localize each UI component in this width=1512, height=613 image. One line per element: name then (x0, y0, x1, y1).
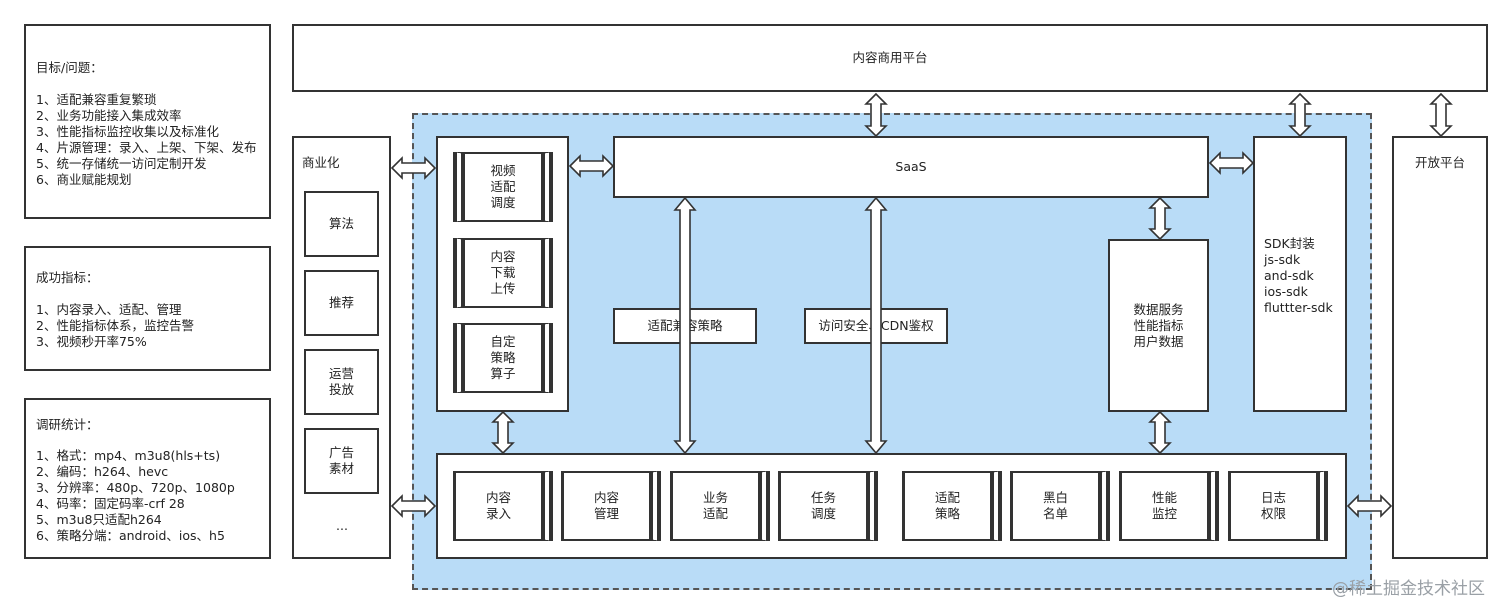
adapt-strategy-box: 适配 策略 (902, 471, 1002, 541)
research-item: 2、编码：h264、hevc (36, 464, 169, 479)
ad-material-box: 广告 素材 (304, 428, 379, 494)
content-commerce-platform: 内容商用平台 (292, 24, 1488, 92)
saas-box: SaaS (613, 136, 1209, 198)
arrow-commercial-bottom (390, 494, 437, 518)
arrow-saas-dataservice (1148, 196, 1172, 241)
task-schedule-box: 任务 调度 (778, 471, 878, 541)
goals-title: 目标/问题： (36, 60, 103, 75)
goals-item: 2、业务功能接入集成效率 (36, 108, 182, 123)
goals-item: 1、适配兼容重复繁琐 (36, 92, 157, 107)
research-panel: 调研统计： 1、格式：mp4、m3u8(hls+ts) 2、编码：h264、he… (24, 398, 271, 559)
recommend-box: 推荐 (304, 270, 379, 336)
research-item: 1、格式：mp4、m3u8(hls+ts) (36, 448, 221, 463)
arrow-leftgroup-bottom (491, 410, 515, 455)
log-permission-box: 日志 权限 (1228, 471, 1328, 541)
goals-item: 3、性能指标监控收集以及标准化 (36, 124, 219, 139)
arrow-saas-sdk (1208, 151, 1255, 175)
goals-item: 5、统一存储统一访问定制开发 (36, 156, 207, 171)
arrow-dataservice-bottom (1148, 410, 1172, 455)
research-title: 调研统计： (36, 417, 99, 432)
success-item: 1、内容录入、适配、管理 (36, 302, 182, 317)
research-item: 5、m3u8只适配h264 (36, 512, 162, 527)
performance-monitor-box: 性能 监控 (1119, 471, 1219, 541)
sdk-box: SDK封装 js-sdk and-sdk ios-sdk fluttter-sd… (1253, 136, 1347, 412)
custom-strategy-operator-box: 自定 策略 算子 (453, 323, 553, 393)
commercialization-title: 商业化 (302, 155, 340, 170)
arrow-platform-saas (864, 92, 888, 138)
arrow-leftgroup-saas (568, 154, 615, 178)
arrow-commercial-left-group (390, 156, 437, 180)
arrow-saas-bottom-access (864, 196, 888, 455)
sdk-text: SDK封装 js-sdk and-sdk ios-sdk fluttter-sd… (1264, 236, 1333, 315)
research-item: 3、分辨率：480p、720p、1080p (36, 480, 235, 495)
open-platform-panel: 开放平台 (1392, 136, 1488, 559)
data-service-box: 数据服务 性能指标 用户数据 (1108, 239, 1209, 412)
watermark: @稀土掘金技术社区 (1332, 579, 1485, 599)
black-white-list-box: 黑白 名单 (1010, 471, 1110, 541)
goals-panel: 目标/问题： 1、适配兼容重复繁琐 2、业务功能接入集成效率 3、性能指标监控收… (24, 24, 271, 219)
arrow-saas-bottom-adapt (673, 196, 697, 455)
success-title: 成功指标： (36, 270, 99, 285)
video-adapt-schedule-box: 视频 适配 调度 (453, 152, 553, 222)
content-download-upload-box: 内容 下载 上传 (453, 238, 553, 308)
operation-box: 运营 投放 (304, 349, 379, 415)
content-entry-box: 内容 录入 (453, 471, 553, 541)
arrow-bottom-open (1346, 494, 1393, 518)
success-panel: 成功指标： 1、内容录入、适配、管理 2、性能指标体系，监控告警 3、视频秒开率… (24, 246, 271, 371)
algorithm-box: 算法 (304, 191, 379, 257)
content-manage-box: 内容 管理 (561, 471, 661, 541)
goals-item: 4、片源管理：录入、上架、下架、发布 (36, 140, 257, 155)
open-platform-title: 开放平台 (1415, 155, 1466, 170)
research-item: 6、策略分端：android、ios、h5 (36, 528, 225, 543)
business-adapt-box: 业务 适配 (670, 471, 770, 541)
research-item: 4、码率：固定码率-crf 28 (36, 496, 185, 511)
goals-item: 6、商业赋能规划 (36, 172, 132, 187)
arrow-platform-sdk (1288, 92, 1312, 138)
arrow-platform-open (1429, 92, 1453, 138)
success-item: 2、性能指标体系，监控告警 (36, 318, 194, 333)
success-item: 3、视频秒开率75% (36, 334, 147, 349)
more-ellipsis: ... (336, 518, 348, 533)
